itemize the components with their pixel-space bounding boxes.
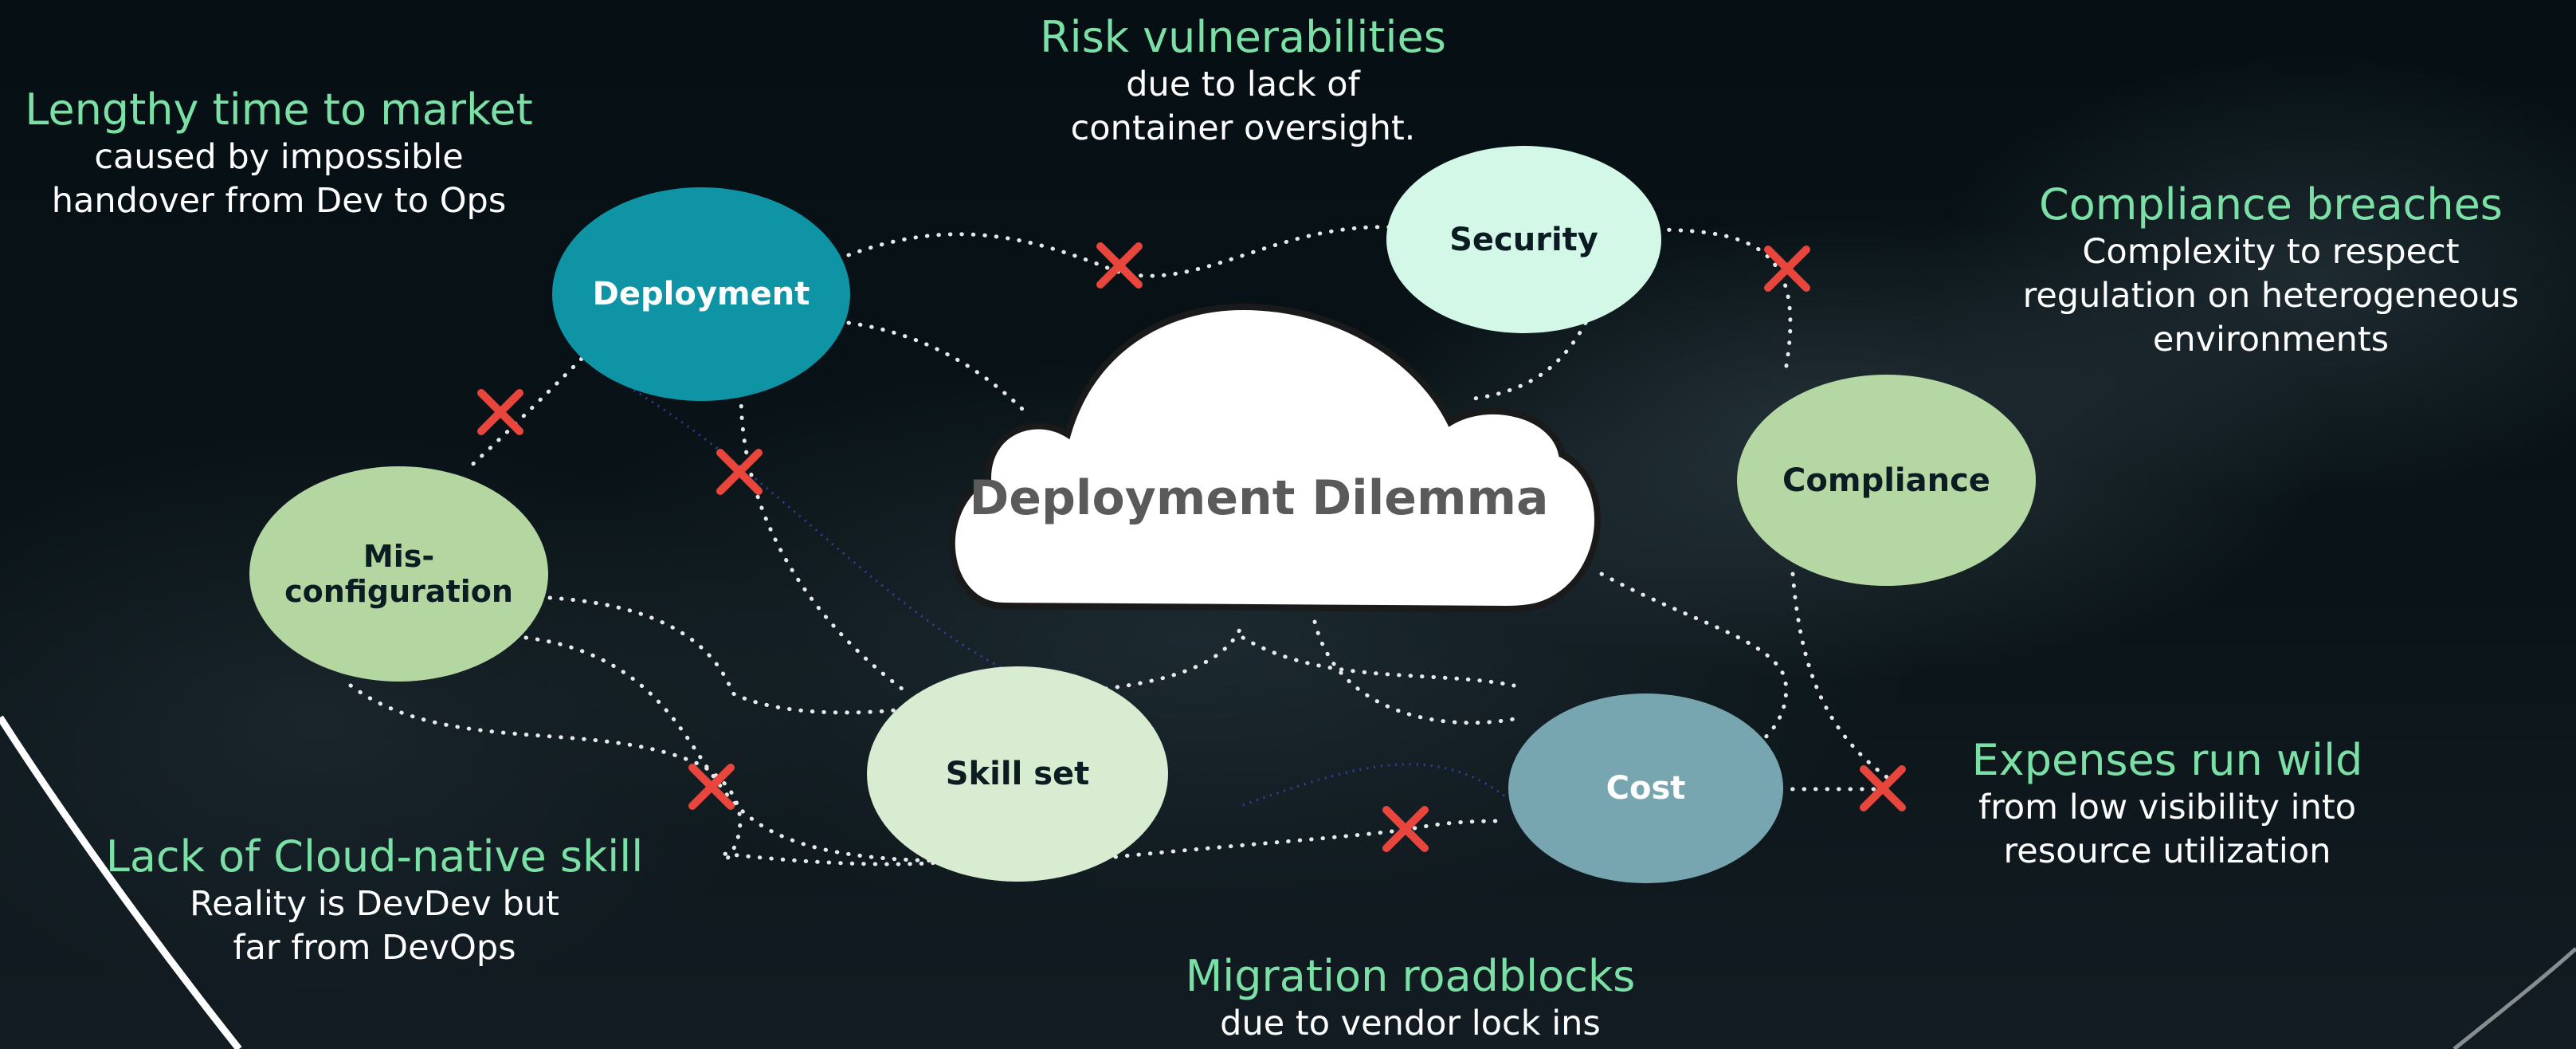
link-security-compliance — [1655, 227, 1793, 377]
link-deployment-misconfig — [464, 348, 592, 473]
link-deployment-cloud — [846, 320, 1030, 417]
node-misconfiguration: Mis-configuration — [249, 466, 548, 682]
link-cloud-compliance — [1599, 572, 1789, 744]
link-cloud-lower — [1241, 635, 1516, 688]
callout-text: environments — [2152, 320, 2390, 359]
callout-heading: Migration roadblocks — [1185, 951, 1636, 1001]
callout-heading: Risk vulnerabilities — [1040, 12, 1446, 62]
node-security: Security — [1386, 146, 1661, 333]
callout-heading: Expenses run wild — [1971, 735, 2363, 785]
x-mark-icon — [688, 764, 735, 810]
callout-text: Reality is DevDev but — [190, 884, 559, 924]
callout-text: due to vendor lock ins — [1220, 1004, 1601, 1043]
x-mark-icon — [716, 449, 763, 495]
node-deployment: Deployment — [552, 187, 850, 401]
callout-text: container oversight. — [1070, 108, 1416, 148]
center-title: Deployment Dilemma — [969, 470, 1549, 526]
callout-heading: Compliance breaches — [2039, 179, 2503, 230]
callout-skill: Lack of Cloud-native skill Reality is De… — [64, 831, 685, 970]
callout-risk: Risk vulnerabilities due to lack of cont… — [972, 12, 1514, 151]
callout-text: Complexity to respect — [2082, 232, 2460, 272]
link-misconfig-skillset — [547, 595, 959, 715]
x-mark-icon — [1860, 765, 1906, 811]
x-mark-icon — [1382, 806, 1429, 852]
link-cloud-cost — [1312, 619, 1524, 725]
link-misconfig-down — [348, 683, 743, 863]
link-skillset-cost — [1113, 819, 1508, 859]
link-misconfig-lower — [523, 635, 959, 863]
callout-expenses: Expenses run wild from low visibility in… — [1896, 735, 2438, 874]
callout-migration: Migration roadblocks due to vendor lock … — [1131, 951, 1689, 1046]
link-compliance-cost — [1790, 572, 1895, 784]
callout-text: caused by impossible — [94, 137, 464, 177]
x-mark-icon — [477, 389, 523, 435]
callout-compliance: Compliance breaches Complexity to respec… — [1968, 179, 2574, 362]
callout-text: far from DevOps — [233, 928, 516, 968]
callout-heading: Lack of Cloud-native skill — [105, 831, 644, 882]
callout-text: handover from Dev to Ops — [51, 181, 507, 221]
node-cost: Cost — [1508, 693, 1783, 883]
x-mark-icon — [1764, 246, 1810, 292]
callout-text: from low visibility into — [1978, 788, 2357, 827]
node-compliance: Compliance — [1737, 375, 2036, 586]
callout-text: due to lack of — [1126, 65, 1360, 104]
cloud-shape — [949, 303, 1601, 613]
link-deployment-skillset — [739, 392, 911, 696]
node-skill-set: Skill set — [867, 666, 1168, 882]
callout-text: resource utilization — [2003, 831, 2331, 871]
callout-time-to-market: Lengthy time to market caused by impossi… — [0, 84, 558, 223]
x-mark-icon — [1096, 242, 1143, 289]
decorative-arc — [0, 715, 242, 1049]
decorative-arc-right — [2452, 947, 2576, 1049]
callout-heading: Lengthy time to market — [25, 84, 533, 135]
link-security-cloud — [1472, 320, 1588, 401]
callout-text: regulation on heterogeneous — [2022, 276, 2519, 316]
